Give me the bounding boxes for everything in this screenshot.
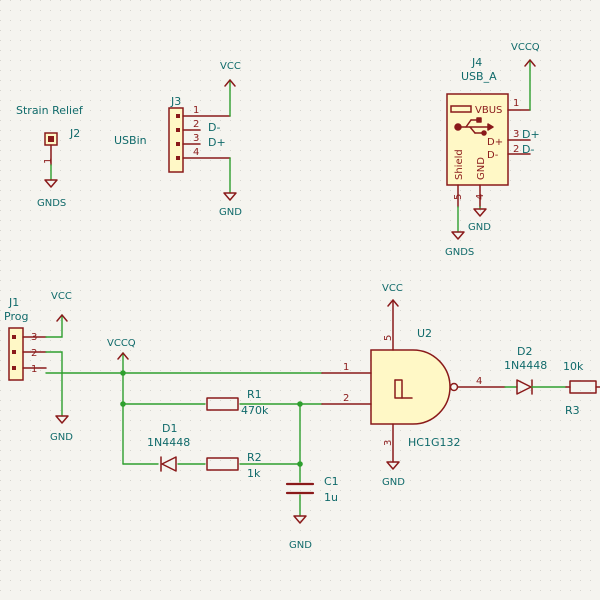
- j4-pinname-gnd: GND: [476, 157, 487, 180]
- u2-pin-3: 3: [383, 440, 394, 446]
- u2-pin-2: 2: [343, 393, 349, 404]
- vccq-label-j4: VCCQ: [511, 42, 540, 53]
- diode-d2[interactable]: D2 1N4448: [504, 345, 567, 395]
- gnd-symbol-j1: GND: [50, 415, 73, 443]
- junction-r2-c1: [297, 461, 303, 467]
- j4-pinname-shield: Shield: [454, 149, 465, 180]
- j4-value: USB_A: [461, 70, 497, 83]
- j3-ref: J3: [170, 95, 181, 108]
- j4-pinname-vbus: VBUS: [475, 105, 502, 116]
- strain-relief-j2[interactable]: Strain Relief J2 1 GNDS: [16, 104, 84, 209]
- j4-net-dplus: D+: [522, 128, 540, 141]
- j2-ref: J2: [69, 127, 80, 140]
- gnd-symbol-j3: GND: [219, 192, 242, 218]
- main-wires: VCCQ: [45, 338, 323, 517]
- j4-pinname-dplus: D+: [487, 137, 503, 148]
- gnds-label: GNDS: [37, 198, 66, 209]
- j1-ref: J1: [8, 296, 19, 309]
- vcc-symbol-u2: VCC: [382, 283, 403, 307]
- j4-ref: J4: [471, 56, 482, 69]
- j3-pin-1: 1: [193, 105, 199, 116]
- junction-vccq-r1: [120, 401, 126, 407]
- j4-net-dminus: D-: [522, 143, 534, 156]
- vcc-label-u2: VCC: [382, 283, 403, 294]
- schmitt-trigger-icon: [394, 379, 413, 399]
- vcc-symbol-j3: VCC: [220, 61, 241, 87]
- gnd-label-c1: GND: [289, 540, 312, 551]
- gnd-label-j1: GND: [50, 432, 73, 443]
- j3-net-dminus: D-: [208, 121, 220, 134]
- u2-pin-4: 4: [476, 376, 482, 387]
- j2-value: Strain Relief: [16, 104, 84, 117]
- u2-pin-1: 1: [343, 362, 349, 373]
- r1-ref: R1: [247, 388, 262, 401]
- connector-j1[interactable]: J1 Prog 3 2 1 VCC GND: [4, 291, 73, 443]
- gnd-label-j3: GND: [219, 207, 242, 218]
- d2-ref: D2: [517, 345, 532, 358]
- r3-ref: R3: [565, 404, 580, 417]
- j1-pin-3: 3: [31, 332, 37, 343]
- r1-value: 470k: [241, 404, 269, 417]
- diode-d1[interactable]: D1 1N4448: [147, 422, 190, 472]
- vcc-label-j1: VCC: [51, 291, 72, 302]
- j1-value: Prog: [4, 310, 28, 323]
- usb-logo-icon: [454, 117, 494, 136]
- j4-pinname-dminus: D-: [487, 150, 499, 161]
- j1-pin-1: 1: [31, 364, 37, 375]
- vccq-symbol-main: VCCQ: [107, 338, 136, 360]
- d2-value: 1N4448: [504, 359, 547, 372]
- r3-value: 10k: [563, 360, 584, 373]
- vccq-symbol-j4: VCCQ: [511, 42, 540, 67]
- j1-pin-2: 2: [31, 348, 37, 359]
- capacitor-c1[interactable]: C1 1u GND: [285, 475, 339, 551]
- vccq-label-main: VCCQ: [107, 338, 136, 349]
- j4-pin-3: 3: [513, 129, 519, 140]
- j3-net-dplus: D+: [208, 136, 226, 149]
- j3-pin-2: 2: [193, 119, 199, 130]
- gnd-symbol-c1: GND: [289, 515, 312, 551]
- u2-ref: U2: [417, 327, 432, 340]
- c1-value: 1u: [324, 491, 338, 504]
- j3-pin-3: 3: [193, 133, 199, 144]
- j3-value: USBin: [114, 134, 147, 147]
- j4-pin-2: 2: [513, 144, 519, 155]
- gnd-label-j4: GND: [468, 222, 491, 233]
- j3-pin-4: 4: [193, 147, 199, 158]
- d1-value: 1N4448: [147, 436, 190, 449]
- gnds-symbol-j4: GNDS: [445, 231, 474, 258]
- ic-u2[interactable]: U2 HC1G132 5 1 2 4 3 VCC GND: [321, 283, 506, 488]
- vcc-symbol-j1: VCC: [51, 291, 72, 322]
- resistor-r2[interactable]: R2 1k: [206, 451, 262, 480]
- j4-pin-1: 1: [513, 98, 519, 109]
- resistor-r1[interactable]: R1 470k: [206, 388, 269, 417]
- j4-pin-4: 4: [475, 194, 486, 200]
- d1-ref: D1: [162, 422, 177, 435]
- j4-pin-5: 5: [453, 194, 464, 200]
- gnd-symbol-j4: GND: [468, 208, 491, 233]
- gnd-label-u2: GND: [382, 477, 405, 488]
- r2-value: 1k: [247, 467, 261, 480]
- u2-pin-5: 5: [383, 335, 394, 341]
- connector-j4[interactable]: J4 USB_A VBUS D+ D- Shield GND 1 3 2 5: [445, 42, 540, 258]
- j2-pin-label: 1: [43, 158, 54, 164]
- connector-j3[interactable]: J3 USBin 1 2 3 4 D- D+ VCC GND: [114, 61, 242, 218]
- u2-value: HC1G132: [408, 436, 460, 449]
- vcc-label-j3: VCC: [220, 61, 241, 72]
- r2-ref: R2: [247, 451, 262, 464]
- gnd-symbol-u2: GND: [382, 461, 405, 488]
- junction-r1-u2: [297, 401, 303, 407]
- c1-ref: C1: [324, 475, 339, 488]
- gnds-symbol: GNDS: [37, 179, 66, 209]
- junction-vccq-top: [120, 370, 126, 376]
- gnds-label-j4: GNDS: [445, 247, 474, 258]
- resistor-r3[interactable]: 10k R3: [563, 360, 600, 417]
